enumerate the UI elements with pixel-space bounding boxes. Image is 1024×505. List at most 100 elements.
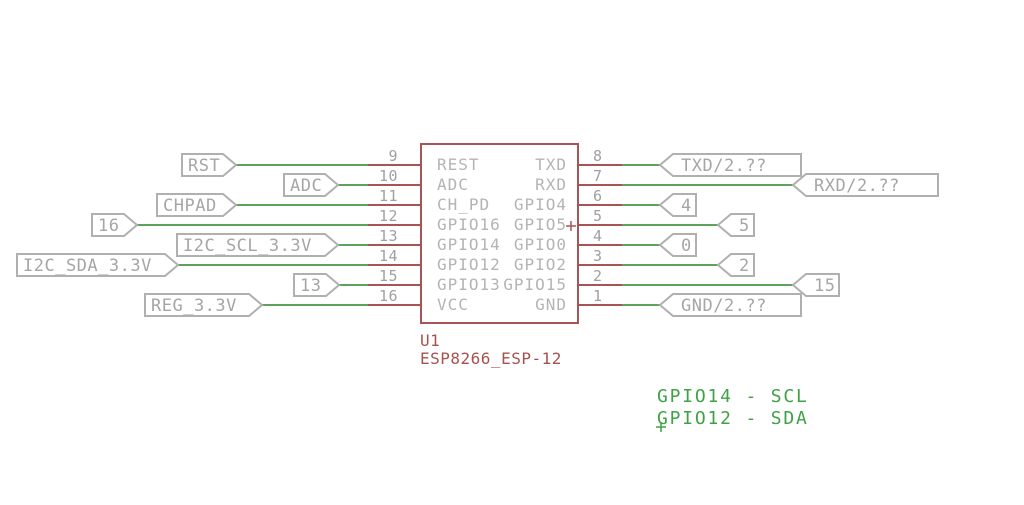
pin-row-left-gpio16: 12 GPIO16 16 bbox=[91, 207, 501, 237]
component-body[interactable] bbox=[420, 143, 579, 324]
pin-row-right-gnd: 1 GND GND/2.?? bbox=[535, 287, 802, 317]
net-label-text-13: 13 bbox=[300, 276, 321, 296]
pin-row-left-gpio14: 13 GPIO14 I2C_SCL_3.3V bbox=[176, 227, 501, 257]
net-label-text-0: 0 bbox=[681, 236, 692, 256]
pin-row-right-gpio4: 6 GPIO4 4 bbox=[514, 187, 697, 217]
pin-name-gpio12: GPIO12 bbox=[437, 255, 501, 274]
pin-name-vcc: VCC bbox=[437, 295, 469, 314]
net-label-shape-i2c-sda-3-3v[interactable] bbox=[16, 253, 180, 277]
note-text-1: GPIO12 - SDA bbox=[657, 408, 809, 429]
net-label-shape-0[interactable] bbox=[658, 233, 697, 257]
net-label-shape-rst[interactable] bbox=[181, 153, 238, 177]
net-label-5[interactable]: 5 bbox=[716, 213, 755, 237]
pin-name-adc: ADC bbox=[437, 175, 469, 194]
net-label-shape-2[interactable] bbox=[716, 253, 755, 277]
pin-number-adc: 10 bbox=[379, 167, 398, 185]
pin-row-left-adc: 10 ADC ADC bbox=[283, 167, 469, 197]
pin-row-left-rest: 9 REST RST bbox=[181, 147, 480, 177]
pin-number-gpio4: 6 bbox=[593, 187, 603, 205]
pin-name-rest: REST bbox=[437, 155, 480, 174]
pin-number-gpio5: 5 bbox=[593, 207, 603, 225]
pin-number-gnd: 1 bbox=[593, 287, 603, 305]
pin-name-gpio14: GPIO14 bbox=[437, 235, 501, 254]
net-label-text-16: 16 bbox=[98, 216, 119, 236]
pin-name-gpio0: GPIO0 bbox=[514, 235, 567, 254]
net-label-gnd-2[interactable]: GND/2.?? bbox=[658, 293, 802, 317]
net-label-rxd-2[interactable]: RXD/2.?? bbox=[791, 173, 939, 197]
net-label-text-reg-3-3v: REG_3.3V bbox=[151, 296, 237, 316]
net-label-4[interactable]: 4 bbox=[658, 193, 697, 217]
note-text-0: GPIO14 - SCL bbox=[657, 386, 809, 407]
pin-number-gpio13: 15 bbox=[379, 267, 398, 285]
pin-number-ch-pd: 11 bbox=[379, 187, 398, 205]
net-label-text-chpad: CHPAD bbox=[163, 196, 217, 216]
pin-number-gpio2: 3 bbox=[593, 247, 603, 265]
net-label-txd-2[interactable]: TXD/2.?? bbox=[658, 153, 802, 177]
pin-number-rxd: 7 bbox=[593, 167, 603, 185]
pin-row-right-txd: 8 TXD TXD/2.?? bbox=[535, 147, 802, 177]
pin-number-gpio0: 4 bbox=[593, 227, 603, 245]
net-label-adc[interactable]: ADC bbox=[283, 173, 340, 197]
net-label-text-4: 4 bbox=[681, 196, 692, 216]
net-label-chpad[interactable]: CHPAD bbox=[156, 193, 238, 217]
net-label-0[interactable]: 0 bbox=[658, 233, 697, 257]
net-label-text-i2c-sda-3-3v: I2C_SDA_3.3V bbox=[23, 256, 152, 276]
pin-number-gpio14: 13 bbox=[379, 227, 398, 245]
net-label-shape-gnd-2[interactable] bbox=[658, 293, 802, 317]
pin-name-gpio16: GPIO16 bbox=[437, 215, 501, 234]
net-label-i2c-scl-3-3v[interactable]: I2C_SCL_3.3V bbox=[176, 233, 340, 257]
net-label-text-15: 15 bbox=[814, 276, 835, 296]
pin-number-gpio12: 14 bbox=[379, 247, 398, 265]
pin-name-gpio4: GPIO4 bbox=[514, 195, 567, 214]
pin-number-txd: 8 bbox=[593, 147, 603, 165]
component-value: ESP8266_ESP-12 bbox=[420, 349, 562, 368]
net-label-text-i2c-scl-3-3v: I2C_SCL_3.3V bbox=[183, 236, 312, 256]
net-label-shape-5[interactable] bbox=[716, 213, 755, 237]
net-label-15[interactable]: 15 bbox=[791, 273, 840, 297]
net-label-shape-16[interactable] bbox=[91, 213, 139, 237]
pin-row-right-rxd: 7 RXD RXD/2.?? bbox=[535, 167, 939, 197]
pin-row-left-gpio13: 15 GPIO13 13 bbox=[293, 267, 501, 297]
pin-number-vcc: 16 bbox=[379, 287, 398, 305]
pin-row-left-gpio12: 14 GPIO12 I2C_SDA_3.3V bbox=[16, 247, 501, 277]
pin-row-left-vcc: 16 VCC REG_3.3V bbox=[144, 287, 469, 317]
net-label-shape-rxd-2[interactable] bbox=[791, 173, 939, 197]
component-origin-cross-icon bbox=[566, 221, 576, 231]
net-label-rst[interactable]: RST bbox=[181, 153, 238, 177]
pin-name-txd: TXD bbox=[535, 155, 567, 174]
net-label-text-txd-2: TXD/2.?? bbox=[681, 156, 767, 176]
component-refdes: U1 bbox=[420, 331, 440, 350]
net-label-shape-txd-2[interactable] bbox=[658, 153, 802, 177]
net-label-shape-4[interactable] bbox=[658, 193, 697, 217]
net-label-reg-3-3v[interactable]: REG_3.3V bbox=[144, 293, 264, 317]
net-label-shape-i2c-scl-3-3v[interactable] bbox=[176, 233, 340, 257]
net-label-16[interactable]: 16 bbox=[91, 213, 139, 237]
note-anchor-cross-icon bbox=[656, 422, 666, 432]
pin-name-gnd: GND bbox=[535, 295, 567, 314]
pin-number-gpio16: 12 bbox=[379, 207, 398, 225]
net-label-text-2: 2 bbox=[739, 256, 750, 276]
net-label-text-gnd-2: GND/2.?? bbox=[681, 296, 767, 316]
pin-name-gpio5: GPIO5 bbox=[514, 215, 567, 234]
net-label-shape-15[interactable] bbox=[791, 273, 840, 297]
pin-row-right-gpio5: 5 GPIO5 5 bbox=[514, 207, 755, 237]
net-label-shape-13[interactable] bbox=[293, 273, 341, 297]
pin-row-right-gpio0: 4 GPIO0 0 bbox=[514, 227, 697, 257]
pin-number-rest: 9 bbox=[388, 147, 398, 165]
pin-row-left-ch-pd: 11 CH_PD CHPAD bbox=[156, 187, 490, 217]
net-label-13[interactable]: 13 bbox=[293, 273, 341, 297]
pin-name-ch-pd: CH_PD bbox=[437, 195, 490, 214]
pin-name-rxd: RXD bbox=[535, 175, 567, 194]
pin-name-gpio15: GPIO15 bbox=[503, 275, 567, 294]
net-label-shape-adc[interactable] bbox=[283, 173, 340, 197]
pin-name-gpio13: GPIO13 bbox=[437, 275, 501, 294]
net-label-shape-reg-3-3v[interactable] bbox=[144, 293, 264, 317]
pin-row-right-gpio15: 2 GPIO15 15 bbox=[503, 267, 840, 297]
net-label-i2c-sda-3-3v[interactable]: I2C_SDA_3.3V bbox=[16, 253, 180, 277]
net-label-shape-chpad[interactable] bbox=[156, 193, 238, 217]
pin-number-gpio15: 2 bbox=[593, 267, 603, 285]
net-label-2[interactable]: 2 bbox=[716, 253, 755, 277]
